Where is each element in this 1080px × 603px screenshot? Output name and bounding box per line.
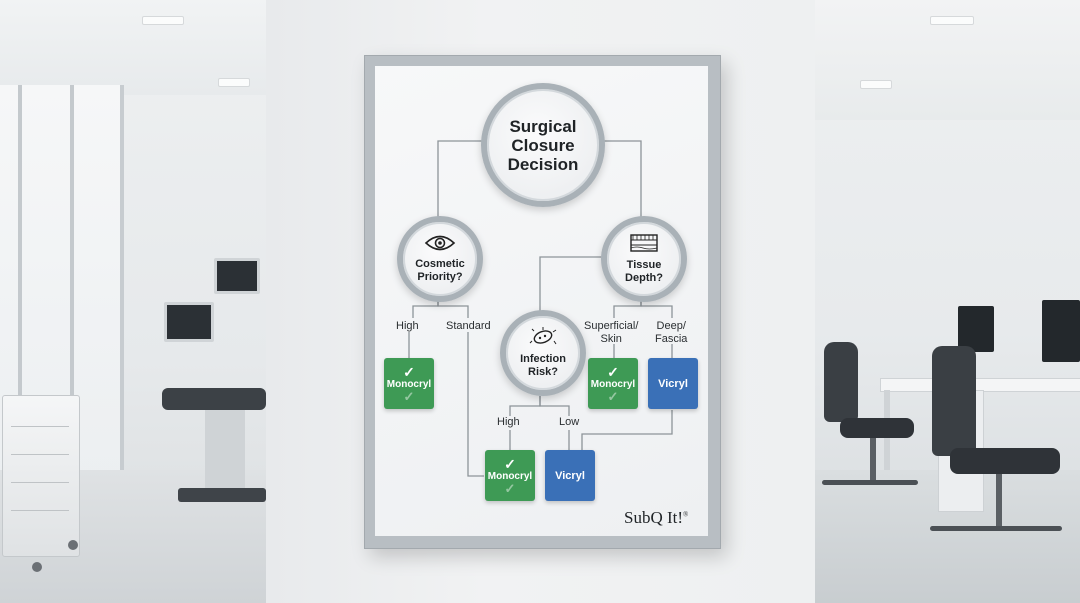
outcome-label: Vicryl — [555, 469, 585, 482]
branch-label-tissue-superficial: Superficial/ Skin — [584, 320, 638, 346]
check-icon: ✓ — [403, 388, 415, 404]
office-chair-pole — [996, 474, 1002, 526]
check-icon: ✓ — [607, 363, 619, 380]
branch-label-line: Deep/ — [656, 320, 686, 332]
outcome-card-monocryl: ✓ Monocryl ✓ — [485, 450, 535, 501]
cosmetic-priority-node: Cosmetic Priority? — [397, 216, 483, 302]
office-chair-base — [930, 526, 1062, 531]
branch-label-infection-high: High — [497, 416, 520, 428]
title-line: Closure — [511, 135, 575, 155]
exam-bed-foot — [178, 488, 266, 502]
exam-bed-base — [205, 410, 245, 490]
question-line: Cosmetic — [415, 258, 465, 270]
branch-label-line: Fascia — [655, 333, 688, 345]
title-line: Decision — [507, 154, 579, 174]
window-mullion — [18, 85, 22, 485]
eye-icon — [424, 234, 456, 256]
outcome-label: Vicryl — [658, 377, 688, 390]
title-line: Surgical — [509, 116, 577, 136]
brand-name: SubQ It! — [624, 508, 684, 527]
medical-cart — [2, 395, 80, 557]
exam-bed — [162, 388, 266, 410]
office-monitor — [1042, 300, 1080, 362]
tissue-layers-icon — [629, 233, 659, 257]
question-line: Depth? — [625, 272, 663, 284]
office-chair-base — [822, 480, 918, 485]
branch-label-cosmetic-standard: Standard — [446, 320, 491, 332]
medical-monitor — [214, 258, 260, 294]
cart-wheel — [68, 540, 78, 550]
office-chair — [824, 342, 858, 422]
check-icon: ✓ — [504, 480, 516, 496]
question-line: Infection — [520, 353, 566, 365]
office-chair — [932, 346, 976, 456]
branch-label-tissue-deep: Deep/ Fascia — [655, 320, 687, 346]
question-line: Risk? — [528, 366, 558, 378]
medical-monitor — [164, 302, 214, 342]
bacteria-icon — [528, 327, 558, 351]
check-icon: ✓ — [607, 388, 619, 404]
ceiling-light — [218, 78, 250, 87]
window-mullion — [70, 85, 74, 485]
registered-mark: ® — [683, 510, 689, 519]
outcome-label: Monocryl — [590, 378, 636, 390]
outcome-label: Monocryl — [487, 470, 533, 482]
office-monitor — [958, 306, 994, 352]
office-chair-seat — [840, 418, 914, 438]
ceiling-light — [860, 80, 892, 89]
infection-risk-node: Infection Risk? — [500, 310, 586, 396]
check-icon: ✓ — [403, 363, 415, 380]
question-line: Tissue — [626, 259, 662, 271]
office-chair-seat — [950, 448, 1060, 474]
ceiling-light — [142, 16, 184, 25]
outcome-card-vicryl: Vicryl — [648, 358, 698, 409]
branch-label-line: Skin — [600, 333, 622, 345]
ceiling-light — [930, 16, 974, 25]
question-line: Priority? — [417, 271, 463, 283]
branch-label-cosmetic-high: High — [396, 320, 419, 332]
decision-title-node: Surgical Closure Decision — [481, 83, 605, 207]
cart-wheel — [32, 562, 42, 572]
outcome-card-monocryl: ✓ Monocryl ✓ — [384, 358, 434, 409]
branch-label-line: Superficial/ — [584, 320, 639, 332]
branch-label-infection-low: Low — [559, 416, 580, 428]
tissue-depth-node: Tissue Depth? — [601, 216, 687, 302]
brand-logo: SubQ It!® — [624, 508, 688, 528]
outcome-card-monocryl: ✓ Monocryl ✓ — [588, 358, 638, 409]
check-icon: ✓ — [504, 455, 516, 472]
outcome-label: Monocryl — [386, 378, 432, 390]
outcome-card-vicryl: Vicryl — [545, 450, 595, 501]
office-chair-pole — [870, 438, 876, 480]
